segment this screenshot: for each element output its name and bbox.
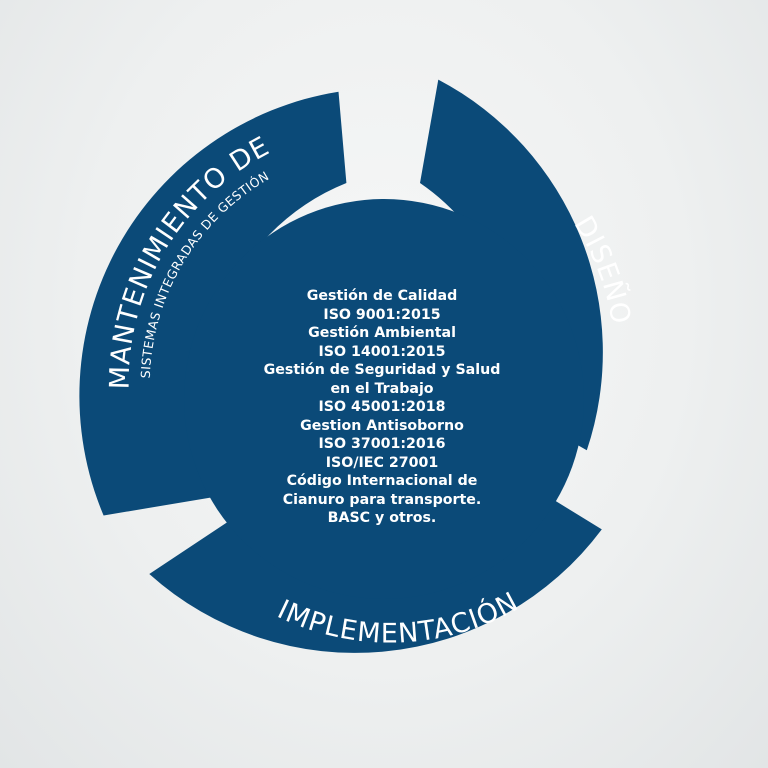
center-line: ISO 45001:2018 (318, 399, 446, 415)
center-circle (184, 199, 584, 599)
center-line: Gestión Ambiental (308, 325, 456, 341)
center-line: ISO 37001:2016 (318, 436, 446, 452)
center-line: Código Internacional de (286, 473, 478, 489)
center-line: Cianuro para transporte. (282, 491, 482, 508)
center-line: ISO 9001:2015 (323, 306, 441, 323)
center-line: ISO 14001:2015 (318, 343, 446, 360)
center-line: ISO/IEC 27001 (325, 454, 439, 471)
center-line: en el Trabajo (330, 380, 434, 397)
center-line: Gestion Antisoborno (300, 417, 464, 434)
center-line: Gestión de Calidad (306, 288, 458, 304)
center-line: BASC y otros. (327, 510, 437, 526)
center-line: Gestión de Seguridad y Salud (263, 362, 501, 378)
